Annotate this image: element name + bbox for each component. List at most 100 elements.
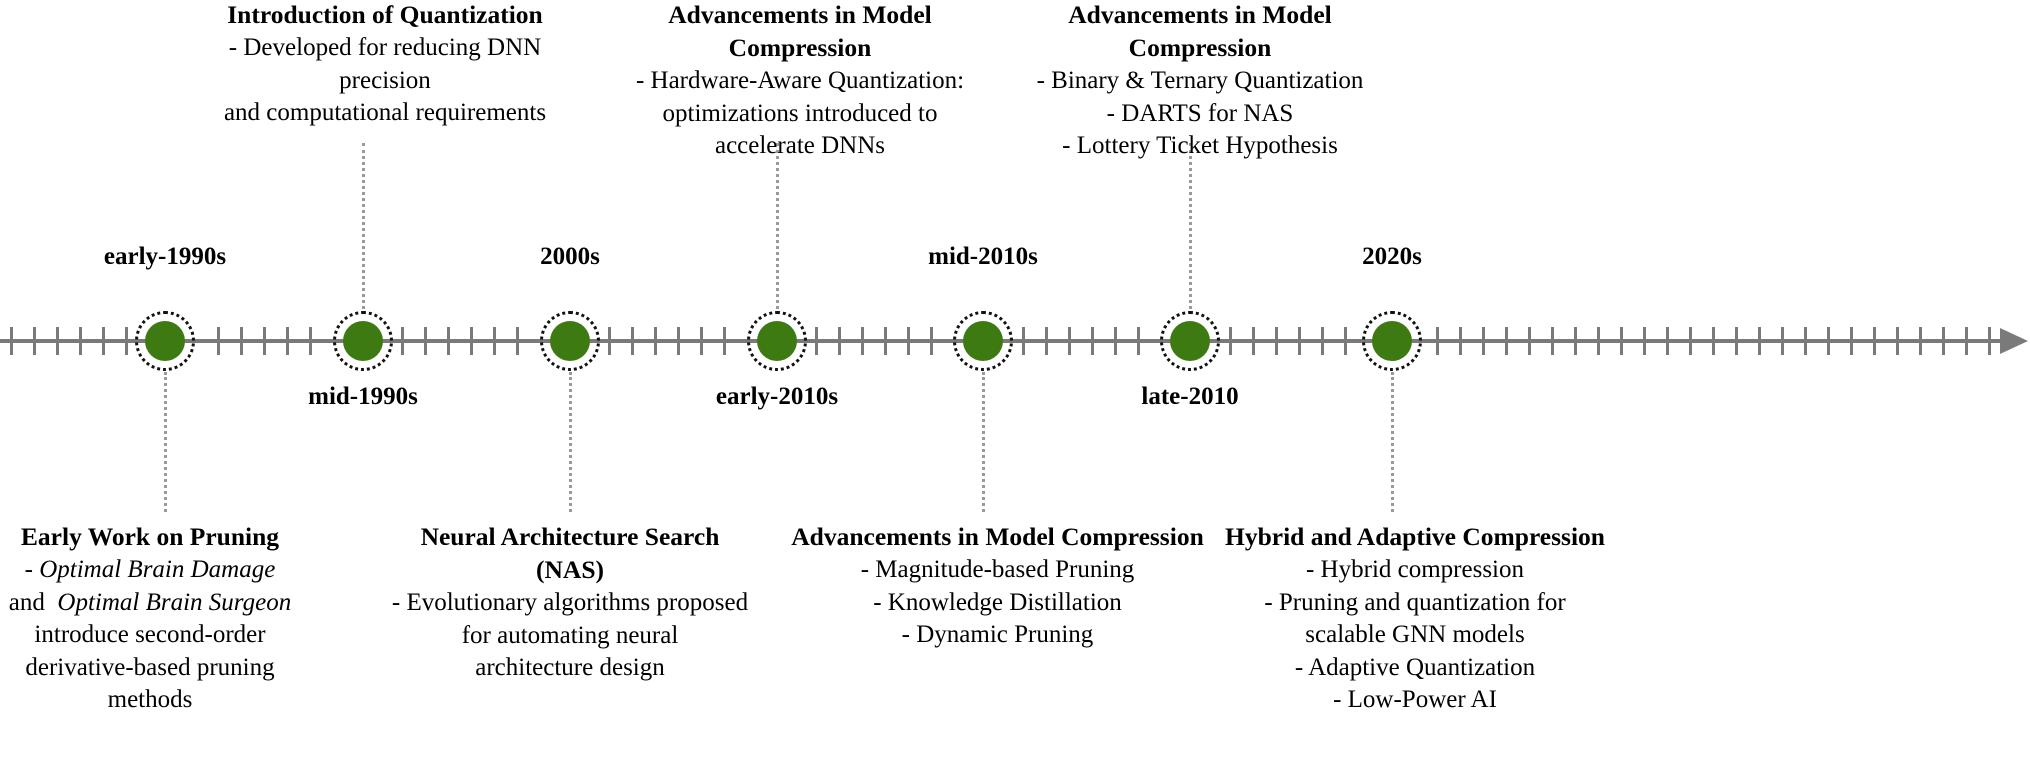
below-block-line: - Hybrid compression: [1305, 556, 1525, 584]
axis-tick: [1804, 327, 1807, 355]
below-block-title: Early Work on Pruning: [20, 522, 280, 551]
below-block-title: Advancements in Model Compression: [791, 522, 1204, 551]
axis-tick: [217, 327, 220, 355]
axis-tick: [907, 327, 910, 355]
above-block-line: - DARTS for NAS: [1106, 99, 1294, 127]
node-dot-icon: [757, 321, 797, 361]
below-block-line: and Optimal Brain Surgeon: [8, 588, 292, 616]
leader-line-up-n2: [362, 143, 365, 309]
below-block-n3: Neural Architecture Search (NAS) - Evolut…: [385, 520, 755, 685]
below-block-line: - Evolutionary algorithms proposed: [391, 589, 749, 617]
timeline-arrow-icon: [2000, 328, 2028, 354]
axis-tick: [401, 327, 404, 355]
axis-tick: [1505, 327, 1508, 355]
axis-tick: [1045, 327, 1048, 355]
decade-label-n2: mid-1990s: [308, 383, 418, 410]
axis-tick: [723, 327, 726, 355]
axis-tick: [1344, 327, 1347, 355]
axis-tick: [1666, 327, 1669, 355]
axis-tick: [654, 327, 657, 355]
axis-tick: [424, 327, 427, 355]
axis-tick: [815, 327, 818, 355]
node-dot-icon: [963, 321, 1003, 361]
axis-tick: [1597, 327, 1600, 355]
decade-label-n1: early-1990s: [103, 243, 227, 270]
timeline-node-n5[interactable]: [953, 311, 1013, 371]
timeline-node-n3[interactable]: [540, 311, 600, 371]
decade-label-n6: late-2010: [1141, 383, 1239, 410]
axis-tick: [240, 327, 243, 355]
leader-line-down-n3: [569, 372, 572, 512]
axis-tick: [1022, 327, 1025, 355]
axis-tick: [884, 327, 887, 355]
leader-line-up-n4: [776, 143, 779, 309]
axis-tick: [286, 327, 289, 355]
axis-tick: [1965, 327, 1968, 355]
below-block-line: architecture design: [475, 654, 665, 682]
axis-tick: [10, 327, 13, 355]
axis-tick: [1942, 327, 1945, 355]
timeline-node-n7[interactable]: [1362, 311, 1422, 371]
above-block-title: Advancements in Model Compression: [1068, 0, 1332, 63]
axis-tick: [56, 327, 59, 355]
below-block-line: - Dynamic Pruning: [901, 621, 1094, 649]
below-block-line: - Adaptive Quantization: [1294, 653, 1536, 681]
leader-line-down-n5: [982, 372, 985, 512]
axis-tick: [470, 327, 473, 355]
axis-tick: [608, 327, 611, 355]
axis-tick: [1137, 327, 1140, 355]
axis-tick: [1459, 327, 1462, 355]
above-block-n6: Advancements in Model Compression - Binar…: [1000, 0, 1400, 163]
axis-tick: [1298, 327, 1301, 355]
axis-tick: [1758, 327, 1761, 355]
axis-tick: [930, 327, 933, 355]
axis-tick: [838, 327, 841, 355]
axis-tick: [1850, 327, 1853, 355]
below-block-line: derivative-based pruning methods: [25, 653, 275, 714]
axis-tick: [1321, 327, 1324, 355]
below-block-line: - Low-Power AI: [1333, 686, 1497, 714]
axis-tick: [447, 327, 450, 355]
below-block-line: for automating neural: [461, 621, 679, 649]
axis-tick: [631, 327, 634, 355]
axis-tick: [1712, 327, 1715, 355]
timeline-node-n6[interactable]: [1160, 311, 1220, 371]
axis-tick: [33, 327, 36, 355]
above-block-line: - Lottery Ticket Hypothesis: [1062, 132, 1338, 160]
axis-tick: [493, 327, 496, 355]
below-block-title: Hybrid and Adaptive Compression: [1225, 522, 1605, 551]
above-block-line: - Binary & Ternary Quantization: [1036, 67, 1364, 95]
axis-tick: [1574, 327, 1577, 355]
timeline-node-n4[interactable]: [747, 311, 807, 371]
axis-tick: [1229, 327, 1232, 355]
axis-tick: [1781, 327, 1784, 355]
axis-tick: [102, 327, 105, 355]
below-block-line: - Magnitude-based Pruning: [860, 556, 1135, 584]
timeline-node-n2[interactable]: [333, 311, 393, 371]
decade-label-n7: 2020s: [1362, 243, 1422, 270]
axis-tick: [1528, 327, 1531, 355]
decade-label-n3: 2000s: [540, 243, 600, 270]
axis-tick: [1896, 327, 1899, 355]
below-block-title: Neural Architecture Search (NAS): [420, 522, 720, 585]
axis-tick: [1068, 327, 1071, 355]
axis-tick: [1252, 327, 1255, 355]
axis-tick: [1091, 327, 1094, 355]
above-block-line: and computational requirements: [223, 99, 547, 127]
axis-tick: [1275, 327, 1278, 355]
axis-tick: [1551, 327, 1554, 355]
below-block-line: - Knowledge Distillation: [873, 588, 1122, 616]
axis-tick: [1436, 327, 1439, 355]
axis-tick: [1482, 327, 1485, 355]
axis-tick: [125, 327, 128, 355]
below-block-n5: Advancements in Model Compression - Magni…: [790, 520, 1205, 652]
node-dot-icon: [343, 321, 383, 361]
axis-tick: [1620, 327, 1623, 355]
timeline-node-n1[interactable]: [135, 311, 195, 371]
above-block-title: Introduction of Quantization: [227, 0, 543, 29]
node-dot-icon: [550, 321, 590, 361]
axis-tick: [1827, 327, 1830, 355]
axis-tick: [700, 327, 703, 355]
axis-tick: [1689, 327, 1692, 355]
